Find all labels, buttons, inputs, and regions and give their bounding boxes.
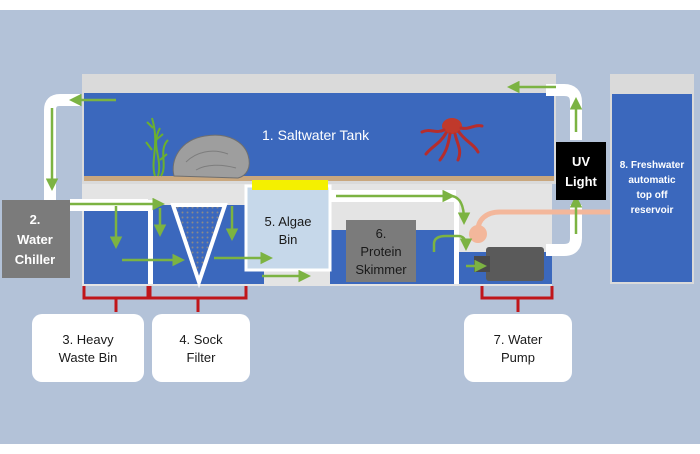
skimmer-label-line2: Protein	[360, 244, 401, 259]
chiller-label-line1: 2.	[30, 212, 41, 227]
skimmer-label-line3: Skimmer	[355, 262, 407, 277]
bracket-sock-filter	[148, 286, 248, 312]
chiller-label-line2: Water	[17, 232, 53, 247]
return-pipe-left	[44, 94, 80, 205]
brackets	[82, 286, 554, 312]
octopus-icon	[420, 118, 484, 162]
chiller-label-line3: Chiller	[15, 252, 55, 267]
uv-label-line2: Light	[565, 174, 597, 189]
bracket-heavy-waste	[82, 286, 150, 312]
heavy-waste-label-line2: Waste Bin	[59, 350, 118, 365]
uv-label-line1: UV	[572, 154, 590, 169]
gravel-layer	[84, 176, 554, 181]
sock-filter-cone	[170, 203, 228, 289]
float-valve-icon	[469, 225, 487, 243]
flow-arrows	[45, 80, 583, 283]
freshwater-reservoir: 8. Freshwater automatic top off reservoi…	[610, 74, 694, 284]
label-box-water-pump: 7. Water Pump	[464, 314, 572, 382]
heavy-waste-label-line1: 3. Heavy	[62, 332, 114, 347]
uv-out-pipe	[546, 205, 582, 256]
rock-icon	[172, 134, 250, 179]
protein-skimmer: 6. Protein Skimmer	[346, 220, 416, 282]
algae-bin-label-line2: Bin	[279, 232, 298, 247]
reservoir-label-line3: top off	[636, 190, 668, 201]
skimmer-label-line1: 6.	[376, 226, 387, 241]
tank-label: 1. Saltwater Tank	[262, 127, 370, 143]
algae-bin: 5. Algae Bin	[244, 180, 332, 272]
bracket-water-pump	[480, 286, 554, 312]
reservoir-label-line1: 8. Freshwater	[620, 160, 685, 171]
seaweed-icon	[145, 117, 169, 177]
water-chiller: 2. Water Chiller	[2, 200, 70, 278]
reservoir-label-line4: reservoir	[631, 205, 674, 216]
sock-label-line1: 4. Sock	[179, 332, 223, 347]
reservoir-label-line2: automatic	[628, 175, 676, 186]
label-box-sock-filter: 4. Sock Filter	[152, 314, 250, 382]
pump-label-line2: Pump	[501, 350, 535, 365]
pump-label-line1: 7. Water	[494, 332, 543, 347]
sock-label-line2: Filter	[187, 350, 217, 365]
uv-light: UV Light	[556, 142, 606, 200]
algae-bin-label-line1: 5. Algae	[265, 214, 312, 229]
algae-light	[252, 180, 328, 190]
label-box-heavy-waste: 3. Heavy Waste Bin	[32, 314, 144, 382]
